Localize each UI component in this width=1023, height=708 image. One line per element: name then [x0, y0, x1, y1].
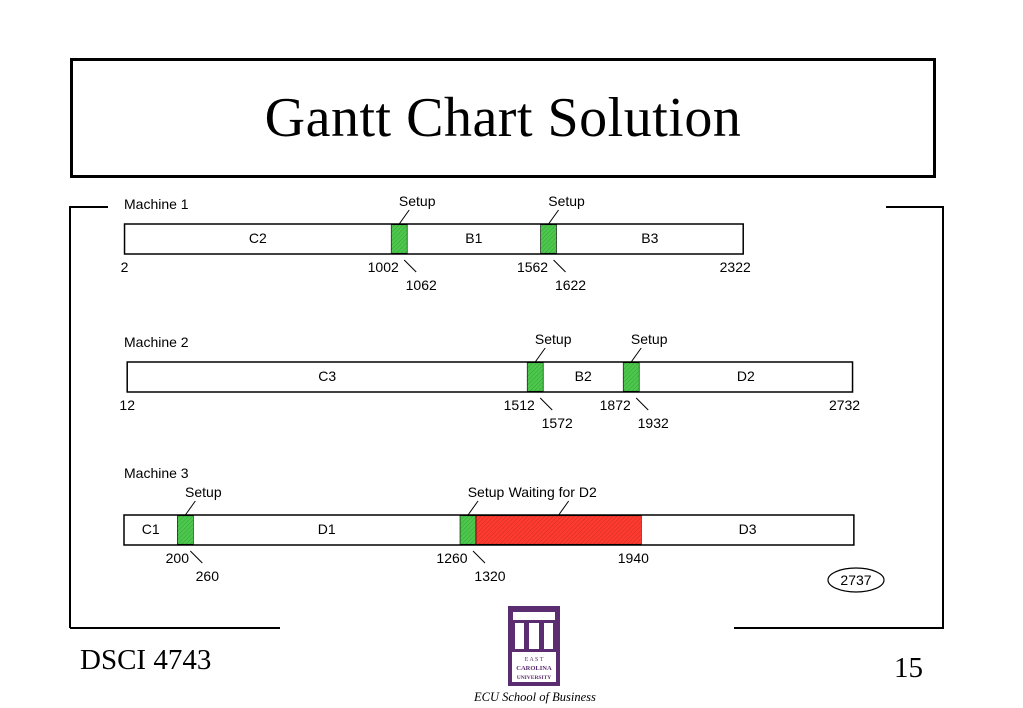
- annotation-m3-2: Setup: [468, 484, 505, 500]
- ecu-logo-icon: E A S T CAROLINA UNIVERSITY: [508, 606, 560, 686]
- tick-label-m2-5: 1932: [638, 415, 669, 431]
- title-box: Gantt Chart Solution: [70, 58, 936, 178]
- machine-name-3: Machine 3: [124, 465, 189, 481]
- job-label-c2: C2: [249, 230, 267, 246]
- machine-name-2: Machine 2: [124, 334, 189, 350]
- job-label-d1: D1: [318, 521, 336, 537]
- tick-label-m3-5: 1940: [618, 550, 649, 566]
- course-label: DSCI 4743: [80, 644, 212, 676]
- tick-label-m1-5: 1622: [555, 277, 586, 293]
- tick-label-m1-3: 1062: [406, 277, 437, 293]
- job-label-b3: B3: [641, 230, 658, 246]
- job-label-b2: B2: [575, 368, 592, 384]
- annotation-leader-m2-1: [534, 347, 546, 363]
- annotation-m1-2: Setup: [548, 193, 585, 209]
- frame-left-line: [69, 206, 108, 628]
- logo-text-east: E A S T: [525, 657, 544, 663]
- setup-block-m3-1: [177, 515, 194, 545]
- tick-label-m2-2: 1512: [504, 397, 535, 413]
- tick-leader-m3-4: [472, 550, 486, 564]
- tick-label-m3-3: 1260: [436, 550, 467, 566]
- frame-right-line: [734, 206, 944, 629]
- tick-label-m2-4: 1872: [600, 397, 631, 413]
- tick-label-m3-4: 1320: [474, 568, 505, 584]
- tick-label-m2-3: 1572: [542, 415, 573, 431]
- job-label-b1: B1: [465, 230, 482, 246]
- tick-label-m3-2: 260: [196, 568, 220, 584]
- annotation-m3-3: Waiting for D2: [509, 484, 597, 500]
- slide-title: Gantt Chart Solution: [264, 87, 742, 149]
- annotation-leader-m3-3: [558, 500, 570, 516]
- tick-label-m1-1: 2: [121, 259, 129, 275]
- annotation-leader-m1-1: [398, 209, 410, 225]
- setup-block-m3-2: [459, 515, 477, 545]
- annotation-leader-m3-2: [467, 500, 479, 516]
- tick-label-m2-6: 2732: [829, 397, 860, 413]
- tick-label-m1-6: 2322: [720, 259, 751, 275]
- annotation-leader-m3-1: [184, 500, 196, 516]
- logo-caption: ECU School of Business: [474, 690, 596, 704]
- tick-leader-m1-3: [403, 259, 417, 273]
- tick-leader-m2-3: [539, 397, 553, 411]
- tick-leader-m1-5: [553, 259, 566, 273]
- job-label-d2: D2: [737, 368, 755, 384]
- tick-leader-m3-2: [189, 550, 203, 564]
- logo-text-carolina: CAROLINA: [516, 665, 552, 672]
- job-label-c1: C1: [142, 521, 160, 537]
- machine-bar-2: [126, 361, 854, 393]
- job-label-d3: D3: [739, 521, 757, 537]
- annotation-m2-2: Setup: [631, 331, 668, 347]
- setup-block-m1-2: [540, 224, 557, 254]
- tick-label-m3-1: 200: [166, 550, 190, 566]
- tick-label-m1-4: 1562: [517, 259, 548, 275]
- ecu-logo: E A S T CAROLINA UNIVERSITY ECU School o…: [474, 604, 596, 708]
- makespan-ellipse: [827, 567, 885, 593]
- setup-block-m1-1: [390, 224, 408, 254]
- machine-bar-1: [123, 223, 744, 255]
- machine-name-1: Machine 1: [124, 196, 189, 212]
- annotation-m3-1: Setup: [185, 484, 222, 500]
- makespan-label: 2737: [840, 572, 871, 588]
- page-number: 15: [894, 652, 923, 684]
- annotation-leader-m1-2: [548, 209, 559, 225]
- annotation-m2-1: Setup: [535, 331, 572, 347]
- gantt-bars: [123, 223, 855, 546]
- tick-label-m2-1: 12: [119, 397, 135, 413]
- chart-frame: [69, 206, 944, 629]
- waiting-block-m3: [475, 515, 642, 545]
- annotation-leader-m2-2: [630, 347, 642, 363]
- tick-leader-m2-5: [635, 397, 649, 411]
- setup-block-m2-1: [526, 362, 544, 392]
- annotation-m1-1: Setup: [399, 193, 436, 209]
- setup-block-m2-2: [622, 362, 640, 392]
- tick-label-m1-2: 1002: [368, 259, 399, 275]
- job-label-c3: C3: [318, 368, 336, 384]
- logo-text-university: UNIVERSITY: [517, 675, 552, 681]
